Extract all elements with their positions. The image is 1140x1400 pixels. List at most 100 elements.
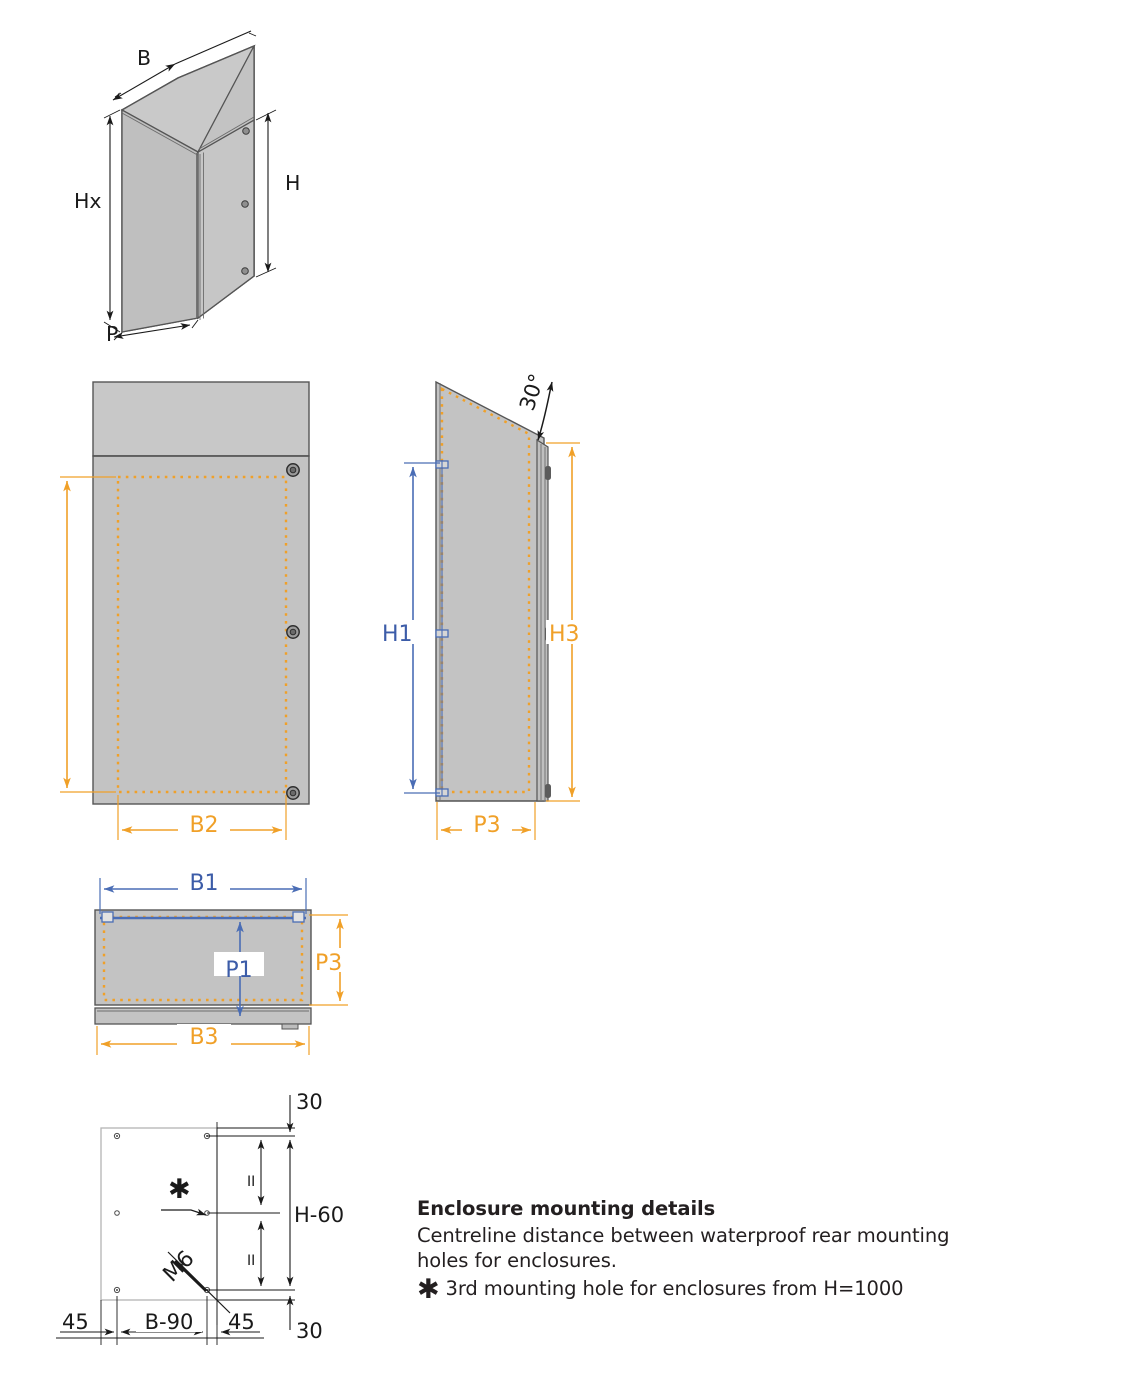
plan-body-rect (94, 909, 312, 1006)
iso-dim-P-ext-2 (191, 319, 199, 329)
mounting-equal-mark-lower: II (247, 1253, 255, 1269)
footnote-text: 3rd mounting hole for enclosures from H=… (445, 1277, 904, 1301)
iso-roof-fold-line (121, 112, 198, 156)
mounting-asterisk-leader-line (161, 1208, 207, 1216)
plan-hinge-icon-right (292, 911, 305, 923)
plan-dim-B1-label: B1 (189, 871, 218, 896)
iso-latch-icon-middle (241, 200, 249, 208)
front-roof-band (92, 381, 310, 457)
mounting-equal-mark-upper: II (247, 1174, 255, 1190)
plan-dimension-P3: P3 (309, 914, 360, 1006)
mounting-dimension-30-top: 30 (286, 1090, 323, 1133)
side-dim-H1-label-bg (378, 620, 424, 644)
mounting-dim-H60-label: H-60 (294, 1203, 344, 1227)
front-dim-B2-label: B2 (189, 813, 218, 838)
iso-dim-B-ext-2 (248, 32, 257, 37)
side-latch-icon-bottom (545, 784, 551, 798)
notes-footnote: ✱ 3rd mounting hole for enclosures from … (417, 1274, 1057, 1306)
mounting-dim-B90-label: B-90 (145, 1310, 194, 1334)
side-latch-icon-top (545, 466, 551, 480)
plan-dim-B3-label-bg (177, 1024, 231, 1046)
mounting-dimension-horizontal-chain: 45 B-90 45 (56, 1296, 264, 1345)
mounting-hole-middle-left (114, 1210, 120, 1216)
front-latch-icon-middle (286, 625, 300, 639)
mounting-hole-top-left (113, 1132, 121, 1140)
side-dim-P3-label-bg (462, 812, 512, 834)
mounting-dim-45-left-label: 45 (62, 1310, 89, 1334)
plan-dim-B1-label-bg (178, 871, 230, 893)
side-dimension-P3: P3 (436, 802, 536, 840)
iso-dimension-B: B (112, 30, 257, 101)
iso-roof-front-edge (198, 116, 255, 150)
front-dimension-plate-height (60, 476, 116, 793)
plan-dimension-P1: P1 (214, 921, 264, 1017)
notes-line-2: holes for enclosures. (417, 1249, 617, 1273)
mounting-detail-view: II II H-60 30 30 ✱ M6 (56, 1090, 354, 1345)
iso-latch-group (241, 127, 250, 275)
side-dimension-H3: H3 (546, 442, 594, 802)
iso-dim-H-ext-bottom (255, 267, 277, 278)
iso-dimension-Hx: Hx (74, 109, 121, 333)
iso-dim-H-label: H (285, 171, 300, 195)
mounting-dim-H60-label-bg (292, 1198, 354, 1222)
side-view: 30° H1 H3 P3 (378, 371, 594, 840)
side-dim-H3-label-bg (546, 620, 594, 644)
plan-hinge-icon-left (101, 911, 114, 923)
plan-dim-B3-label: B3 (189, 1025, 218, 1050)
front-view: B2 (60, 381, 310, 840)
plan-dim-P1-label-bg (214, 952, 264, 976)
mounting-asterisk-symbol: ✱ (168, 1174, 191, 1205)
notes-heading: Enclosure mounting details (417, 1197, 716, 1220)
front-dimension-B2: B2 (117, 795, 287, 840)
plan-front-rail (94, 1007, 312, 1025)
isometric-view: B H Hx P (74, 30, 300, 346)
plan-hinge-group (101, 911, 305, 923)
iso-latch-icon-top (242, 127, 250, 135)
side-dim-H1-label: H1 (382, 622, 413, 647)
mounting-thread-leader-arrow (174, 1260, 207, 1292)
iso-dimension-P: P (106, 319, 199, 346)
mounting-notes-block: Enclosure mounting details Centreline di… (417, 1196, 1057, 1306)
mounting-rear-panel-outline (100, 1127, 218, 1301)
mounting-asterisk-annotation: ✱ (161, 1174, 207, 1216)
plan-dim-P1-label: P1 (225, 958, 252, 983)
iso-dimension-H: H (255, 109, 300, 278)
plan-view: B1 P1 P3 B3 (94, 871, 360, 1055)
plan-dim-P3-label-bg (312, 948, 360, 972)
iso-dim-P-line (113, 323, 191, 339)
iso-dim-Hx-ext-top (103, 109, 121, 119)
mounting-thread-label: M6 (159, 1246, 200, 1287)
plan-dim-P3-label: P3 (315, 951, 342, 976)
iso-dim-H-ext-top (255, 109, 277, 121)
notes-line-1: Centreline distance between waterproof r… (417, 1223, 950, 1247)
mounting-dimension-30-bottom: 30 (286, 1295, 323, 1343)
mounting-hole-bottom-left (113, 1286, 121, 1294)
iso-dim-B-line (112, 63, 176, 101)
iso-dim-B-label: B (137, 46, 151, 70)
plan-rail-tab (281, 1023, 299, 1030)
iso-dim-B-line-ext (174, 30, 252, 65)
front-dim-B2-label-bg (178, 812, 230, 834)
mounting-dimension-H60: H-60 (286, 1139, 354, 1287)
iso-latch-icon-bottom (241, 267, 249, 275)
front-body-panel (92, 455, 310, 805)
side-body-profile (435, 380, 545, 802)
side-dim-P3-label: P3 (473, 813, 500, 838)
iso-door-face (197, 118, 255, 320)
plan-dimension-B1: B1 (99, 871, 307, 914)
iso-dim-P-label: P (106, 322, 118, 346)
mounting-dim-30-top-label: 30 (296, 1090, 323, 1114)
mounting-thread-callout: M6 (159, 1246, 231, 1314)
mounting-dim-45-right-label: 45 (228, 1310, 255, 1334)
side-dim-H3-label: H3 (549, 622, 580, 647)
iso-dim-Hx-label: Hx (74, 189, 102, 213)
plan-dimension-B3: B3 (96, 1024, 310, 1055)
front-latch-group (286, 463, 300, 800)
footnote-asterisk-icon: ✱ (417, 1274, 440, 1306)
front-latch-icon-top (286, 463, 300, 477)
mounting-dim-30-bottom-label: 30 (296, 1319, 323, 1343)
side-dimension-H1: H1 (378, 462, 440, 794)
side-angle-label: 30° (515, 371, 549, 414)
